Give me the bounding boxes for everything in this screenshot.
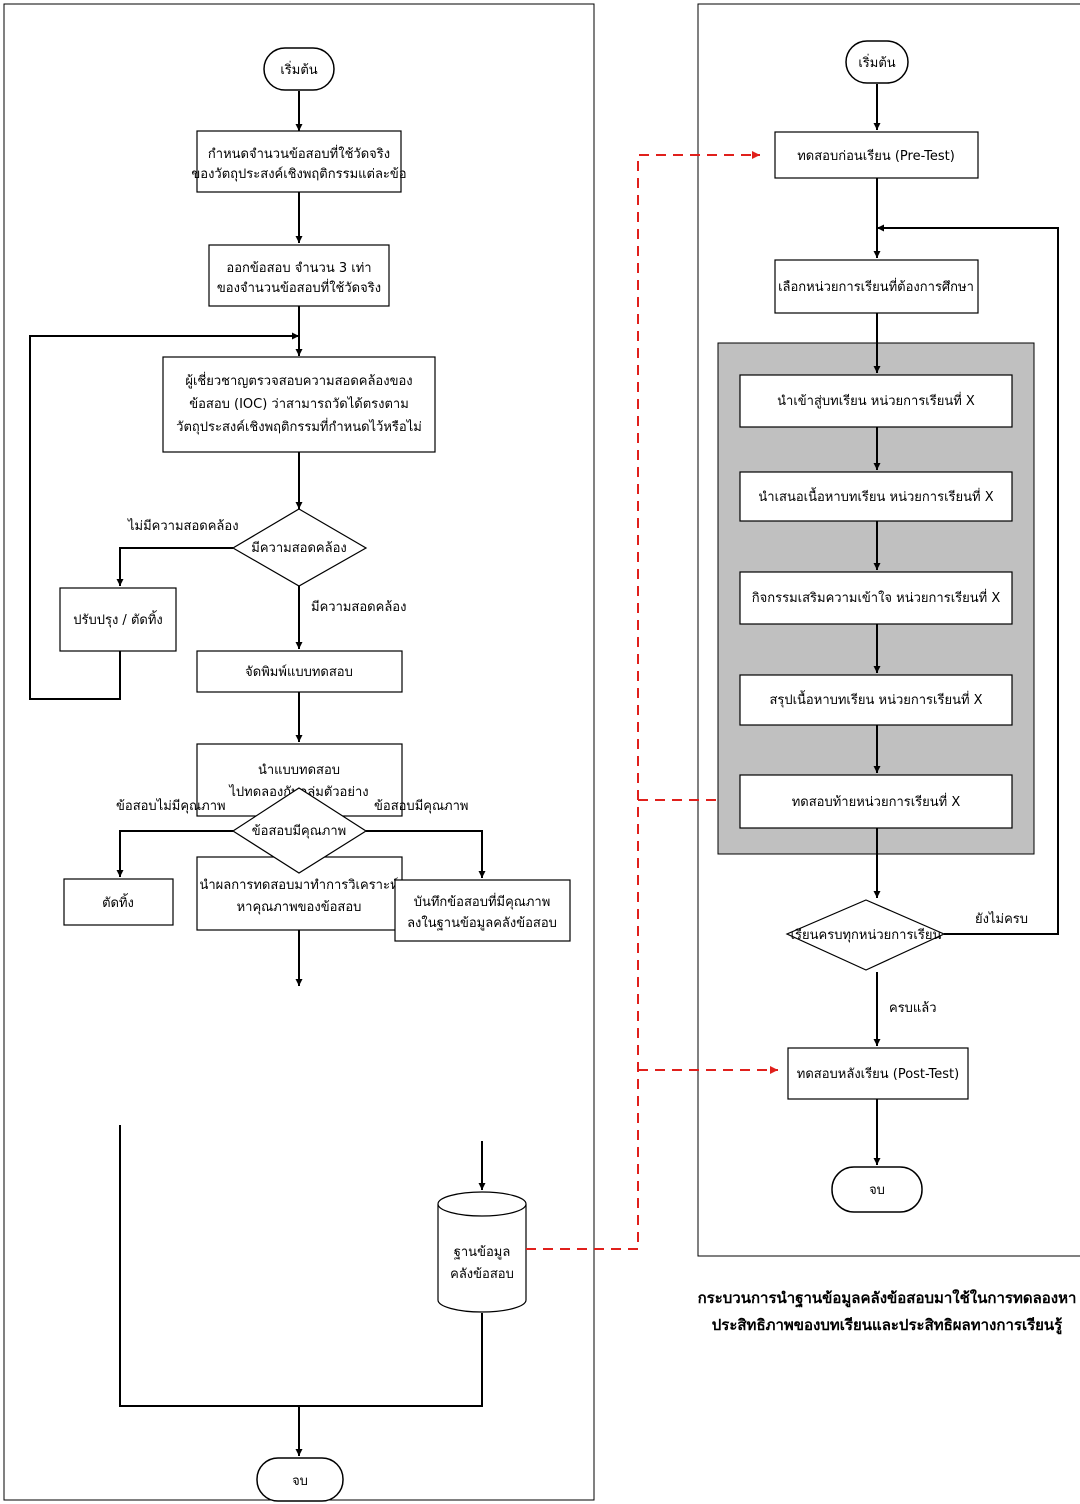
decision-quality: ข้อสอบมีคุณภาพ [231,787,368,874]
step-pretest-label: ทดสอบก่อนเรียน (Pre-Test) [797,148,955,164]
unit-step-summary: สรุปเนื้อหาบทเรียน หน่วยการเรียนที่ X [739,674,1013,726]
decision-quality-label: ข้อสอบมีคุณภาพ [252,823,346,839]
step-choose-unit: เลือกหน่วยการเรียนที่ต้องการศึกษา [774,259,979,314]
decision-consistency-yes-label: มีความสอดคล้อง [311,599,406,615]
step-analyze-line1: นำผลการทดสอบมาทำการวิเคราะห์ [199,877,398,893]
step-write-line2: ของจำนวนข้อสอบที่ใช้วัดจริง [217,279,381,296]
step-expert-ioc-check: ผู้เชี่ยวชาญตรวจสอบความสอดคล้องของ ข้อสอ… [162,356,436,453]
right-start-label: เริ่มต้น [858,54,895,71]
unit-step-activity-label: กิจกรรมเสริมความเข้าใจ หน่วยการเรียนที่ … [752,589,1001,606]
right-start-terminator: เริ่มต้น [845,40,909,84]
unit-step-present-label: นำเสนอเนื้อหาบทเรียน หน่วยการเรียนที่ X [758,487,993,505]
right-panel-frame [697,3,1080,1257]
step-tryout-line1: นำแบบทดสอบ [258,763,340,778]
caption-line2: ประสิทธิภาพของบทเรียนและประสิทธิผลทางการ… [712,1316,1063,1335]
step-discard-label: ตัดทิ้ง [102,893,134,911]
right-end-label: จบ [869,1183,885,1198]
step-define-line1: กำหนดจำนวนข้อสอบที่ใช้วัดจริง [208,145,390,162]
unit-step-present: นำเสนอเนื้อหาบทเรียน หน่วยการเรียนที่ X [739,471,1013,522]
database-usage-connectors [526,151,778,1250]
step-expert-line1: ผู้เชี่ยวชาญตรวจสอบความสอดคล้องของ [185,372,412,389]
item-bank-database: ฐานข้อมูล คลังข้อสอบ [437,1191,527,1313]
step-discard: ตัดทิ้ง [63,878,174,926]
step-choose-label: เลือกหน่วยการเรียนที่ต้องการศึกษา [778,278,974,295]
unit-step-unit-test-label: ทดสอบท้ายหน่วยการเรียนที่ X [792,793,961,810]
decision-all-units-label: เรียนครบทุกหน่วยการเรียน [791,927,942,943]
step-posttest-label: ทดสอบหลังเรียน (Post-Test) [797,1066,959,1082]
decision-consistency: มีความสอดคล้อง [231,508,368,587]
database-line1: ฐานข้อมูล [454,1245,511,1260]
left-end-label: จบ [292,1474,308,1489]
decision-quality-yes-label: ข้อสอบมีคุณภาพ [374,798,468,814]
right-end-terminator: จบ [831,1166,923,1213]
decision-all-units: เรียนครบทุกหน่วยการเรียน [785,899,946,971]
unit-step-unit-test: ทดสอบท้ายหน่วยการเรียนที่ X [739,774,1013,829]
unit-step-activity: กิจกรรมเสริมความเข้าใจ หน่วยการเรียนที่ … [739,571,1013,625]
unit-step-intro-label: นำเข้าสู่บทเรียน หน่วยการเรียนที่ X [777,392,975,409]
decision-consistency-label: มีความสอดคล้อง [251,540,346,556]
step-expert-line2: ข้อสอบ (IOC) ว่าสามารถวัดได้ตรงตาม [189,396,409,412]
step-posttest: ทดสอบหลังเรียน (Post-Test) [787,1047,969,1100]
decision-all-units-no-label: ยังไม่ครบ [975,911,1028,927]
step-expert-line3: วัตถุประสงค์เชิงพฤติกรรมที่กำหนดไว้หรือไ… [176,418,422,435]
step-print-label: จัดพิมพ์แบบทดสอบ [245,664,353,680]
step-analyze-line2: หาคุณภาพของข้อสอบ [237,900,362,915]
right-connectors [873,84,1059,1165]
step-define-line2: ของวัตถุประสงค์เชิงพฤติกรรมแต่ละข้อ [191,166,406,182]
step-save-line2: ลงในฐานข้อมูลคลังข้อสอบ [407,915,557,931]
decision-quality-no-label: ข้อสอบไม่มีคุณภาพ [116,798,226,814]
unit-step-intro: นำเข้าสู่บทเรียน หน่วยการเรียนที่ X [739,374,1013,428]
step-revise-or-discard: ปรับปรุง / ตัดทิ้ง [59,587,177,652]
step-revise-label: ปรับปรุง / ตัดทิ้ง [73,610,163,628]
database-line2: คลังข้อสอบ [450,1267,514,1282]
step-define-item-count: กำหนดจำนวนข้อสอบที่ใช้วัดจริง ของวัตถุปร… [191,130,407,193]
step-print-test: จัดพิมพ์แบบทดสอบ [196,650,403,693]
unit-step-summary-label: สรุปเนื้อหาบทเรียน หน่วยการเรียนที่ X [769,690,982,708]
left-start-terminator: เริ่มต้น [263,47,335,91]
caption-line1: กระบวนการนำฐานข้อมูลคลังข้อสอบมาใช้ในการ… [698,1289,1077,1308]
step-save-line1: บันทึกข้อสอบที่มีคุณภาพ [414,893,551,910]
step-write-items: ออกข้อสอบ จำนวน 3 เท่า ของจำนวนข้อสอบที่… [208,244,390,307]
left-start-label: เริ่มต้น [280,61,317,78]
decision-consistency-no-label: ไม่มีความสอดคล้อง [127,518,239,534]
left-end-terminator: จบ [256,1457,344,1502]
step-write-line1: ออกข้อสอบ จำนวน 3 เท่า [226,261,371,276]
step-pretest: ทดสอบก่อนเรียน (Pre-Test) [774,131,979,179]
step-analyze: นำผลการทดสอบมาทำการวิเคราะห์ หาคุณภาพของ… [196,856,403,931]
decision-all-units-yes-label: ครบแล้ว [889,1001,937,1016]
step-save-to-bank: บันทึกข้อสอบที่มีคุณภาพ ลงในฐานข้อมูลคลั… [394,879,571,942]
